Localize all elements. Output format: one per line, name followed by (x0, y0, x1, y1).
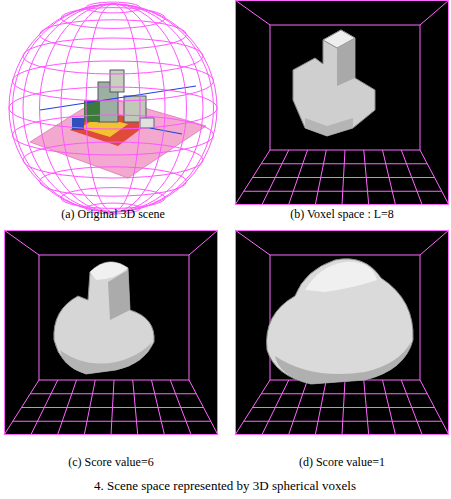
panel-label: (a) Original 3D scene (61, 207, 165, 221)
figure-caption: 4. Scene space represented by 3D spheric… (94, 479, 356, 493)
original-scene (9, 2, 217, 214)
panel-label: (c) Score value=6 (68, 455, 153, 469)
voxel-space (235, 0, 449, 205)
score-6-volume (4, 230, 218, 435)
panel-label: (d) Score value=1 (299, 455, 385, 469)
score-1-volume (235, 230, 449, 435)
panel-label: (b) Voxel space : L=8 (290, 207, 394, 221)
